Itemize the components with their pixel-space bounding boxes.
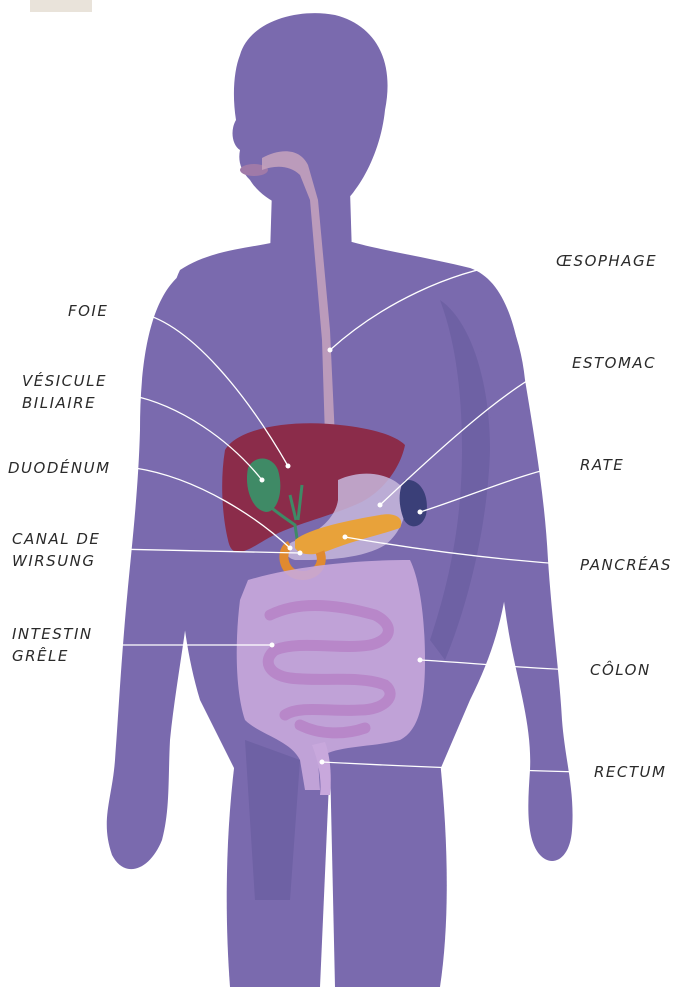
label-canal-line-2: WIRSUNG	[12, 550, 100, 572]
label-intestin-line-1: INTESTIN	[12, 623, 93, 645]
label-pancreas: PANCRÉAS	[580, 554, 672, 576]
label-rectum: RECTUM	[594, 761, 666, 783]
label-vesicule-biliaire: VÉSICULE BILIAIRE	[22, 370, 107, 414]
label-foie: FOIE	[68, 300, 108, 322]
label-canal-de-wirsung: CANAL DE WIRSUNG	[12, 528, 100, 572]
label-intestin-grele: INTESTIN GRÊLE	[12, 623, 93, 667]
label-intestin-line-2: GRÊLE	[12, 645, 93, 667]
label-vesicule-line-2: BILIAIRE	[22, 392, 107, 414]
label-oesophage: ŒSOPHAGE	[556, 250, 657, 272]
label-vesicule-line-1: VÉSICULE	[22, 370, 107, 392]
label-duodenum: DUODÉNUM	[8, 457, 111, 479]
label-canal-line-1: CANAL DE	[12, 528, 100, 550]
label-colon: CÔLON	[590, 659, 651, 681]
label-estomac: ESTOMAC	[572, 352, 656, 374]
label-rate: RATE	[580, 454, 624, 476]
